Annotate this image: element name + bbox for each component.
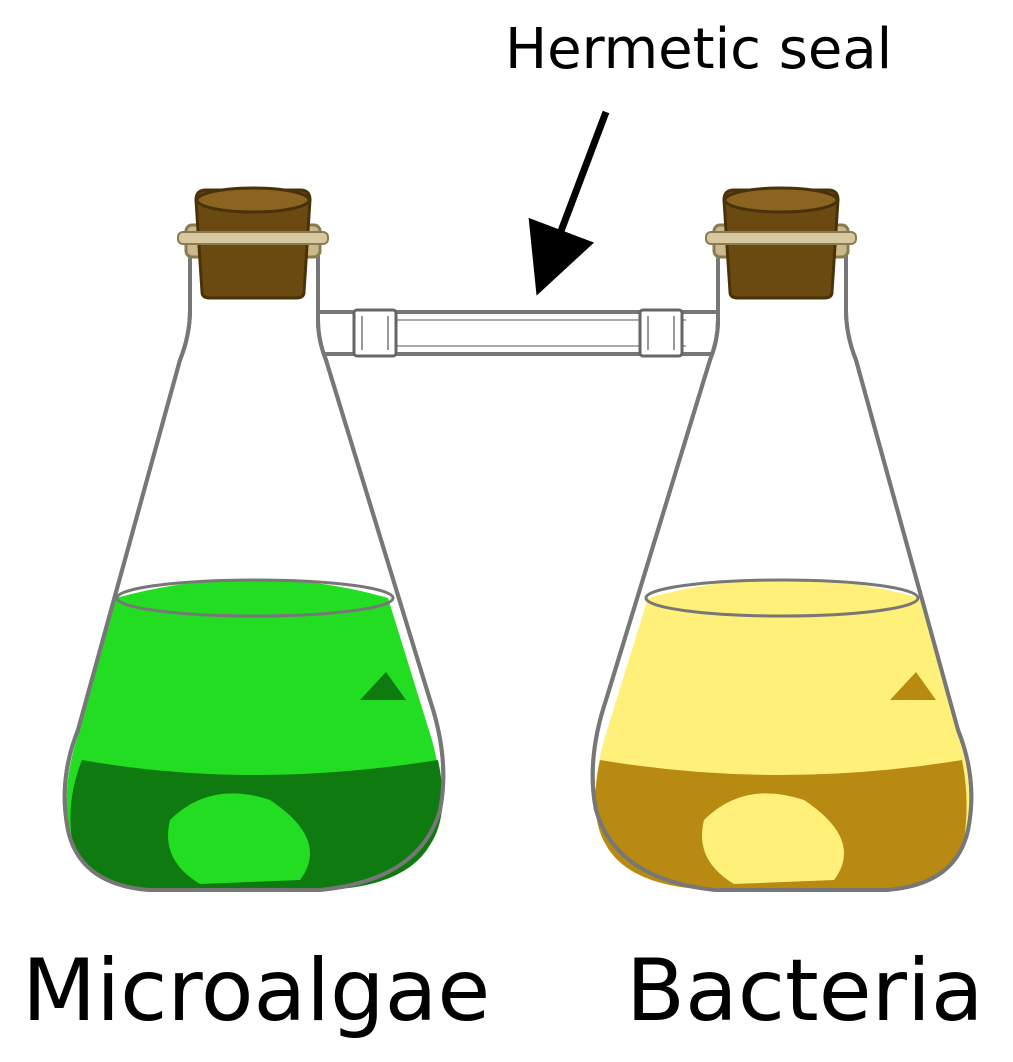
hermetic-seal-joints	[352, 308, 684, 358]
seal-pointer-arrow	[528, 110, 610, 296]
microalgae-flask	[62, 248, 446, 892]
bacteria-stopper	[705, 186, 857, 300]
bacteria-label: Bacteria	[626, 941, 984, 1041]
microalgae-stopper	[177, 186, 329, 300]
hermetic-seal-label: Hermetic seal	[505, 17, 893, 82]
bacteria-flask	[590, 248, 974, 892]
microalgae-label: Microalgae	[22, 941, 491, 1041]
